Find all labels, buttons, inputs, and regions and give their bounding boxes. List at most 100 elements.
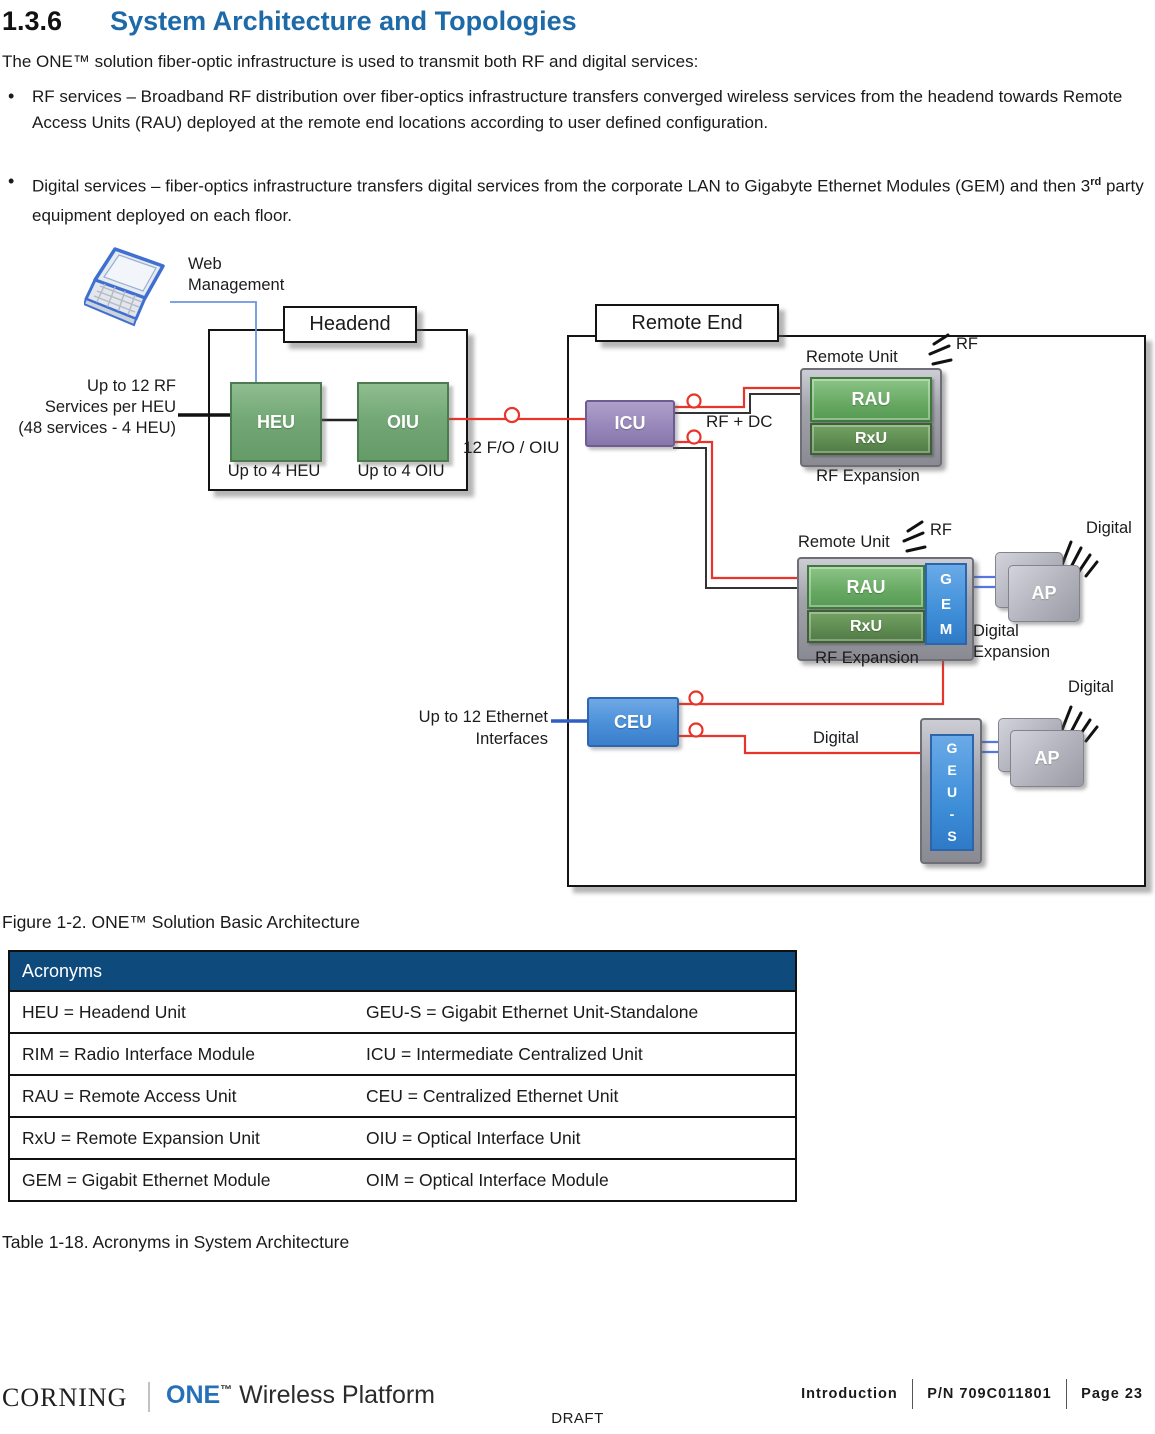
gem-box: G E M: [925, 563, 967, 645]
table-row: HEU = Headend Unit GEU-S = Gigabit Ether…: [9, 990, 796, 1033]
intro-paragraph: The ONE™ solution fiber-optic infrastruc…: [2, 52, 699, 71]
bullet-rf-services: • RF services – Broadband RF distributio…: [2, 84, 1144, 136]
digital-antenna-icon: [1060, 705, 1099, 743]
heu-box: HEU: [230, 382, 322, 462]
geus-box: G E U - S: [930, 734, 974, 851]
bullet-digital-services: • Digital services – fiber-optics infras…: [2, 168, 1144, 230]
wire-icu-ru1-rf: [673, 386, 802, 409]
corning-logo: CORNING: [2, 1383, 128, 1412]
table-cell: CEU = Centralized Ethernet Unit: [354, 1074, 796, 1117]
footer-divider: [1065, 1379, 1068, 1409]
footer-info: Introduction P/N 709C011801 Page 23: [801, 1379, 1143, 1409]
wire-icu-ru2-rf: [673, 440, 807, 580]
oiu-label: OIU: [386, 411, 419, 432]
footer-section: Introduction: [801, 1386, 898, 1402]
remote-unit2-title: Remote Unit: [798, 533, 890, 551]
one-logo-text: ONE: [166, 1381, 221, 1409]
icu-box: ICU: [585, 400, 675, 447]
rxu2-label: RxU: [849, 617, 882, 635]
bullet-digital-text: Digital services – fiber-optics infrastr…: [32, 168, 1144, 230]
oiu-box: OIU: [357, 382, 449, 462]
section-heading: 1.3.6 System Architecture and Topologies: [2, 6, 577, 37]
table-row: RIM = Radio Interface Module ICU = Inter…: [9, 1032, 796, 1075]
fiber-connector-icon: [503, 406, 521, 424]
ordinal-superscript: rd: [1090, 176, 1102, 188]
digital-expansion-label: Digital Expansion: [973, 622, 1051, 661]
rf-antenna-icon: [902, 520, 927, 553]
table-cell: GEM = Gigabit Ethernet Module: [9, 1158, 354, 1201]
bullet-digital-pre: Digital services – fiber-optics infrastr…: [32, 176, 1091, 196]
table-cell: OIU = Optical Interface Unit: [354, 1116, 796, 1159]
headend-tag: Headend: [283, 306, 417, 343]
wire-ceu-geus: [677, 734, 920, 755]
rf-services-label: Up to 12 RF Services per HEU (48 service…: [18, 377, 176, 437]
wire-web-management: [170, 301, 257, 382]
rxu1-box: RxU: [810, 423, 932, 455]
heu-label: HEU: [256, 411, 295, 432]
rau2-label: RAU: [846, 576, 886, 597]
table-row: RAU = Remote Access Unit CEU = Centraliz…: [9, 1074, 796, 1117]
table-caption: Table 1-18. Acronyms in System Architect…: [2, 1232, 350, 1252]
table-cell: RAU = Remote Access Unit: [9, 1074, 354, 1117]
draft-watermark: DRAFT: [551, 1410, 604, 1427]
rf-dc-label: RF + DC: [706, 412, 773, 431]
figure-caption: Figure 1-2. ONE™ Solution Basic Architec…: [2, 912, 360, 932]
table-cell: GEU-S = Gigabit Ethernet Unit-Standalone: [354, 990, 796, 1033]
rxu2-box: RxU: [807, 610, 925, 643]
fiber-count-label: 12 F/O / OIU: [463, 438, 560, 457]
icu-label: ICU: [614, 413, 646, 433]
table-header-cell: Acronyms: [9, 951, 796, 991]
one-wireless-platform-logo: ONE™ Wireless Platform: [166, 1381, 435, 1410]
section-number: 1.3.6: [2, 6, 63, 36]
ap2-box: AP: [1010, 730, 1084, 787]
remote-end-tag-label: Remote End: [631, 311, 743, 334]
footer-page-number: Page 23: [1081, 1386, 1143, 1402]
ap2-label: AP: [1034, 748, 1060, 768]
wire-icu-ru1-dc: [673, 393, 802, 414]
laptop-icon: [84, 247, 165, 327]
remote-unit2-caption: RF Expansion: [815, 649, 919, 667]
remote-unit1-title: Remote Unit: [806, 348, 898, 366]
footer-divider: [911, 1379, 914, 1409]
table-row: GEM = Gigabit Ethernet Module OIM = Opti…: [9, 1158, 796, 1201]
oiu-caption: Up to 4 OIU: [357, 462, 445, 480]
footer-logo-divider: [148, 1382, 150, 1412]
section-title: System Architecture and Topologies: [110, 6, 577, 36]
remote-unit2-antenna-label: RF: [930, 521, 952, 539]
rf-antenna-icon: [928, 333, 953, 366]
rau1-label: RAU: [851, 389, 891, 409]
table-row: RxU = Remote Expansion Unit OIU = Optica…: [9, 1116, 796, 1159]
acronyms-table: Acronyms HEU = Headend Unit GEU-S = Giga…: [8, 950, 797, 1202]
ap2-antenna-label: Digital: [1068, 678, 1114, 696]
wire-icu-ru2-dc: [673, 447, 807, 589]
bullet-rf-text: RF services – Broadband RF distribution …: [32, 87, 1123, 132]
architecture-diagram: Web Management Headend Up to 12 RF Servi…: [0, 240, 1155, 910]
table-cell: HEU = Headend Unit: [9, 990, 354, 1033]
ceu-box: CEU: [587, 697, 679, 747]
digital-antenna-icon: [1060, 540, 1099, 578]
trademark-symbol: ™: [220, 1382, 233, 1397]
bullet-marker: •: [8, 171, 15, 191]
fiber-connector-icon: [688, 722, 704, 738]
table-header-row: Acronyms: [9, 951, 796, 991]
fiber-connector-icon: [686, 393, 702, 409]
table-cell: ICU = Intermediate Centralized Unit: [354, 1032, 796, 1075]
remote-unit1-caption: RF Expansion: [816, 467, 920, 485]
ethernet-interfaces-label: Up to 12 Ethernet Interfaces: [418, 708, 548, 748]
fiber-connector-icon: [686, 429, 702, 445]
ap1-antenna-label: Digital: [1086, 519, 1132, 537]
rau1-box: RAU: [810, 377, 932, 422]
headend-tag-label: Headend: [309, 313, 391, 335]
bullet-marker: •: [8, 86, 15, 106]
heu-caption: Up to 4 HEU: [227, 462, 321, 480]
digital-link-label: Digital: [813, 729, 859, 747]
ap1-label: AP: [1031, 583, 1057, 603]
table-cell: RIM = Radio Interface Module: [9, 1032, 354, 1075]
remote-unit1-antenna-label: RF: [956, 335, 978, 353]
remote-end-tag: Remote End: [595, 304, 779, 342]
ap1-box: AP: [1008, 565, 1080, 622]
table-cell: RxU = Remote Expansion Unit: [9, 1116, 354, 1159]
rxu1-label: RxU: [854, 430, 887, 447]
wire-ceu-gem: [679, 642, 945, 706]
